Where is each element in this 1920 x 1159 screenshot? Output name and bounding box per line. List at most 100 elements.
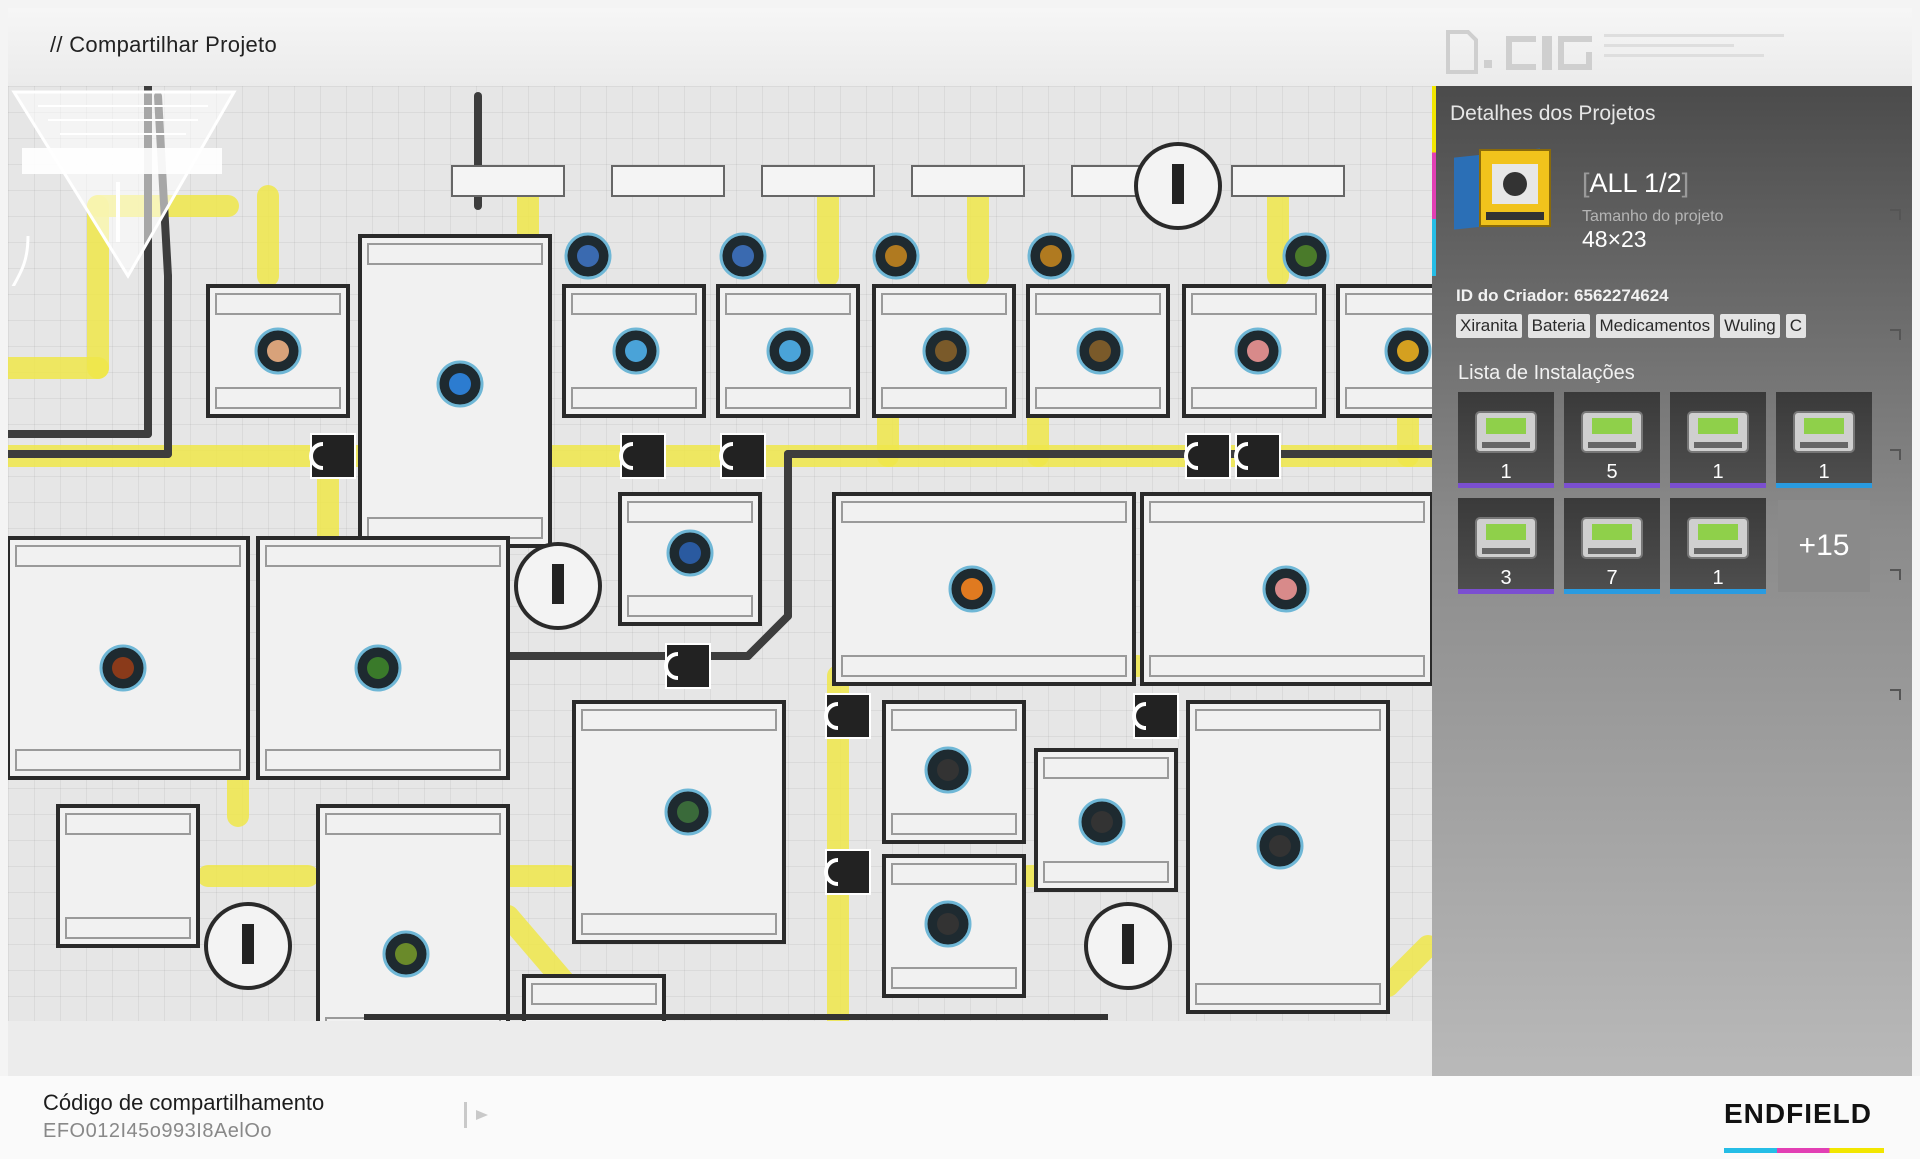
machine-port-row-bottom-13 [581,913,777,935]
machine-port-row-16 [1195,709,1381,731]
item-icon-fill-12 [367,657,389,679]
machine-block-19 [316,804,510,1021]
installation-tile-0[interactable]: 1 [1458,392,1554,488]
rarity-bar [1670,483,1766,488]
map-scrollbar [364,1014,1108,1020]
shredder-icon [1687,517,1749,559]
rarity-bar [1458,589,1554,594]
rarity-bar [1776,483,1872,488]
refiner-icon [1581,517,1643,559]
pipe-7 [744,612,792,660]
machine-port-row-20 [531,983,657,1005]
blueprint-map[interactable] [8,86,1432,1021]
rarity-bar [1564,589,1660,594]
machine-port-row-19 [325,813,501,835]
tag-2: Medicamentos [1595,314,1715,338]
item-icon-fill-18 [395,943,417,965]
machine-port-row-bottom-11 [15,749,241,771]
input-hub-5 [1231,165,1345,197]
installation-count: 5 [1606,461,1618,483]
item-icon-fill-16 [1269,835,1291,857]
item-icon-fill-23 [1295,245,1317,267]
item-icon-fill-20 [732,245,754,267]
machine-block-18 [56,804,200,948]
input-hub-2 [761,165,875,197]
installation-tile-2[interactable]: 1 [1670,392,1766,488]
machine-block-4 [872,284,1016,418]
installation-tile-3[interactable]: 1 [1776,392,1872,488]
play-arrow-icon[interactable] [464,1102,490,1128]
splitter-node-8 [665,643,711,689]
item-icon-fill-4 [935,340,957,362]
rarity-bar [1670,589,1766,594]
machine-port-row-2 [571,293,697,315]
splitter-arc-4 [1234,442,1249,470]
page-title: // Compartilhar Projeto [50,32,277,57]
machine-port-row-9 [841,501,1127,523]
installation-count: 7 [1606,567,1618,589]
machine-port-row-18 [65,813,191,835]
installation-tile-5[interactable]: 7 [1564,498,1660,594]
machine-block-3 [716,284,860,418]
installation-count: 1 [1712,567,1724,589]
share-code-value[interactable]: EFO012I45o993I8AelOo [43,1120,273,1142]
item-icon-fill-5 [1089,340,1111,362]
item-icon-fill-3 [779,340,801,362]
power-tower-core-3 [1122,924,1134,964]
splitter-node-2 [720,433,766,479]
installation-tile-6[interactable]: 1 [1670,498,1766,594]
rarity-bar [1564,483,1660,488]
storage-icon [1793,411,1855,453]
machine-port-row-8 [627,501,753,523]
project-details-panel: Detalhes dos Projetos [ALL 1/2] Tamanho … [1432,86,1912,1076]
app-frame: // Compartilhar Projeto Detalhes dos Pro… [8,8,1912,1076]
item-icon-fill-17 [937,913,959,935]
machine-port-row-bottom-6 [1191,387,1317,409]
reactor-icon [1687,411,1749,453]
splitter-node-4 [1235,433,1281,479]
blueprint-box-icon [1454,148,1551,230]
machine-port-row-6 [1191,293,1317,315]
decorative-code-logo-icon [1446,30,1784,74]
conveyor-belt-22 [1377,935,1432,997]
drill-icon [1475,517,1537,559]
factory-layout[interactable] [8,86,1432,1021]
share-code-label: Código de compartilhamento [43,1090,325,1115]
machine-port-row-bottom-18 [65,917,191,939]
item-icon-fill-6 [1247,340,1269,362]
machine-port-row-5 [1035,293,1161,315]
bottom-bar: Código de compartilhamento EFO012I45o993… [0,1076,1920,1159]
panel-icon [1581,411,1643,453]
splitter-arc-8 [664,652,679,680]
splitter-node-3 [1185,433,1231,479]
miner-icon [1475,411,1537,453]
splitter-node-0 [310,433,356,479]
item-icon-fill-21 [885,245,907,267]
machine-port-row-14 [891,709,1017,731]
edge-controls [1888,206,1904,771]
more-installations-button[interactable]: +15 [1778,500,1870,592]
endfield-watermark-icon [11,90,237,286]
power-tower-core-2 [242,924,254,964]
splitter-arc-3 [1184,442,1199,470]
installation-count: 1 [1712,461,1724,483]
machine-port-row-bottom-3 [725,387,851,409]
machine-port-row-bottom-16 [1195,983,1381,1005]
installation-tile-4[interactable]: 3 [1458,498,1554,594]
machine-port-row-4 [881,293,1007,315]
rarity-bar [1458,483,1554,488]
input-hub-3 [911,165,1025,197]
power-tower-core-1 [552,564,564,604]
splitter-node-7 [825,849,871,895]
machine-port-row-15 [1043,757,1169,779]
splitter-arc-1 [619,442,634,470]
installation-count: 1 [1818,461,1830,483]
machine-port-row-bottom-5 [1035,387,1161,409]
splitter-arc-2 [719,442,734,470]
edge-bracket-icons [1890,209,1901,700]
project-name-text: ALL 1/2 [1589,168,1682,198]
installation-tile-1[interactable]: 5 [1564,392,1660,488]
top-bar: // Compartilhar Projeto [8,8,1912,86]
machine-port-row-bottom-14 [891,813,1017,835]
